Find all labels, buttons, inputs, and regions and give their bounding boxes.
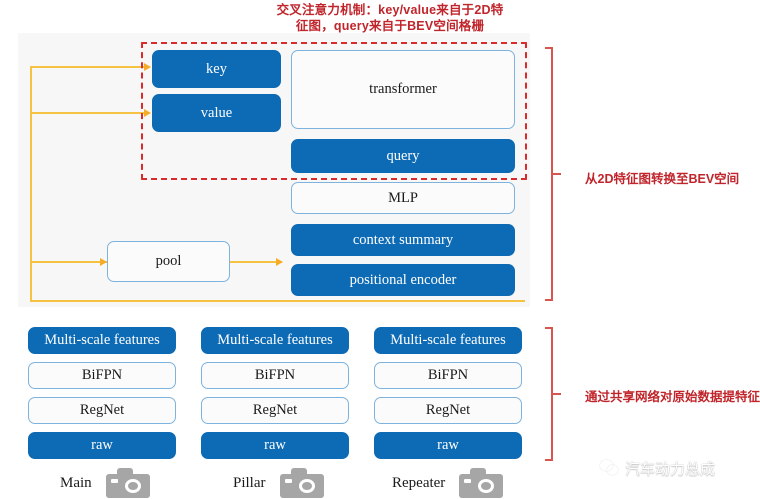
node-label: BiFPN — [427, 367, 469, 383]
node-query-label: query — [386, 147, 420, 164]
node-label: RegNet — [79, 402, 125, 418]
column-caption-label: Repeater — [392, 474, 446, 491]
brace-middle-tick — [553, 173, 561, 175]
brace-middle-tick — [553, 393, 561, 395]
diagram-title: 交叉注意力机制：key/value来自于2D特 征图，query来自于BEV空间… — [225, 2, 555, 34]
camera-icon — [459, 468, 504, 498]
camera-icon-lens — [298, 479, 315, 493]
brace-top-tick — [545, 47, 553, 49]
node-query[interactable]: query — [291, 139, 515, 173]
node-raw[interactable]: raw — [374, 432, 522, 459]
camera-icon-hump — [116, 468, 133, 476]
camera-icon-lens — [124, 479, 141, 493]
watermark: 汽车动力总成 — [600, 458, 715, 479]
node-label: raw — [264, 437, 286, 453]
cross-attention-region — [141, 42, 527, 180]
brace-backbone-section — [545, 327, 561, 461]
orange-pool-to-context-line — [230, 261, 282, 263]
node-key[interactable]: key — [152, 50, 281, 88]
orange-bottom-line — [30, 300, 525, 302]
wechat-icon — [600, 460, 619, 477]
annotation-bev: 从2D特征图转换至BEV空间 — [585, 172, 740, 186]
node-label: Multi-scale features — [390, 332, 506, 348]
node-mlp-label: MLP — [388, 189, 418, 206]
node-label: RegNet — [252, 402, 298, 418]
column-caption-label: Pillar — [233, 474, 266, 491]
camera-icon — [279, 468, 324, 498]
camera-icon — [105, 468, 150, 498]
column-caption-label: Main — [60, 474, 92, 491]
column-caption-main: Main — [60, 468, 150, 498]
node-raw[interactable]: raw — [201, 432, 349, 459]
node-bifpn[interactable]: BiFPN — [374, 362, 522, 389]
node-raw[interactable]: raw — [28, 432, 176, 459]
node-label: Multi-scale features — [217, 332, 333, 348]
annotation-backbone: 通过共享网络对原始数据提特征 — [585, 390, 760, 404]
brace-top-tick — [545, 327, 553, 329]
brace-spine — [551, 327, 553, 461]
brace-spine — [551, 47, 553, 301]
node-multi-scale-features[interactable]: Multi-scale features — [374, 327, 522, 354]
camera-icon-hump — [290, 468, 307, 476]
diagram-title-line2: 征图，query来自于BEV空间格栅 — [295, 19, 485, 33]
node-label: raw — [91, 437, 113, 453]
orange-branch-key — [30, 66, 144, 68]
node-multi-scale-features[interactable]: Multi-scale features — [201, 327, 349, 354]
node-regnet[interactable]: RegNet — [28, 397, 176, 424]
camera-icon-lens — [478, 479, 495, 493]
node-positional-encoder-label: positional encoder — [349, 271, 457, 288]
orange-arrow-key — [144, 62, 151, 71]
node-transformer[interactable]: transformer — [291, 50, 515, 129]
column-caption-pillar: Pillar — [233, 468, 324, 498]
node-label: RegNet — [425, 402, 471, 418]
node-label: BiFPN — [81, 367, 123, 383]
orange-branch-pool — [30, 261, 107, 263]
brace-bev-section — [545, 47, 561, 301]
orange-arrow-context — [276, 257, 283, 266]
node-label: Multi-scale features — [44, 332, 160, 348]
node-regnet[interactable]: RegNet — [374, 397, 522, 424]
node-positional-encoder[interactable]: positional encoder — [291, 264, 515, 296]
node-label: raw — [437, 437, 459, 453]
node-mlp[interactable]: MLP — [291, 182, 515, 214]
watermark-text: 汽车动力总成 — [625, 461, 716, 478]
brace-bottom-tick — [545, 299, 553, 301]
orange-arrow-pool — [100, 257, 107, 266]
orange-arrow-value — [144, 108, 151, 117]
orange-branch-value — [30, 112, 144, 114]
brace-bottom-tick — [545, 459, 553, 461]
node-value[interactable]: value — [152, 94, 281, 132]
column-caption-repeater: Repeater — [392, 468, 504, 498]
camera-icon-viewfinder — [284, 479, 292, 483]
wechat-icon-bubble-small — [607, 465, 618, 475]
node-transformer-label: transformer — [369, 81, 437, 97]
camera-icon-hump — [470, 468, 487, 476]
orange-trunk-line — [30, 66, 32, 300]
node-pool[interactable]: pool — [107, 241, 230, 282]
node-bifpn[interactable]: BiFPN — [201, 362, 349, 389]
node-multi-scale-features[interactable]: Multi-scale features — [28, 327, 176, 354]
node-value-label: value — [200, 104, 233, 121]
node-regnet[interactable]: RegNet — [201, 397, 349, 424]
node-bifpn[interactable]: BiFPN — [28, 362, 176, 389]
node-key-label: key — [206, 60, 227, 77]
node-label: BiFPN — [254, 367, 296, 383]
node-context-summary-label: context summary — [352, 231, 454, 248]
diagram-title-line1: 交叉注意力机制：key/value来自于2D特 — [276, 3, 504, 17]
camera-icon-viewfinder — [110, 479, 118, 483]
camera-icon-viewfinder — [464, 479, 472, 483]
node-context-summary[interactable]: context summary — [291, 224, 515, 256]
node-pool-label: pool — [155, 253, 182, 269]
